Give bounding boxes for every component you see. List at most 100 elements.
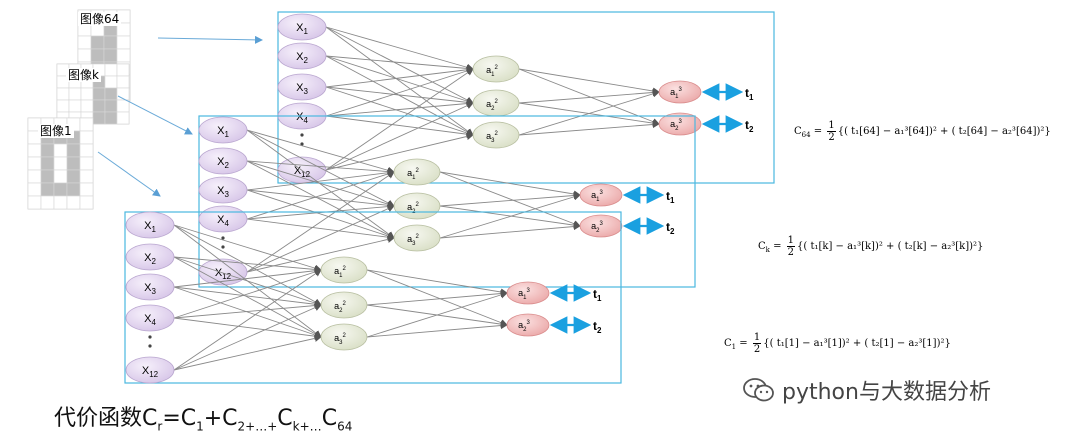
cost-function-title: 代价函数Cr=C1+C2+…+Ck+…C64 xyxy=(54,400,352,433)
network-frame xyxy=(277,11,775,184)
digit-image-stack xyxy=(27,9,131,210)
hidden-node: a12 xyxy=(393,158,441,186)
edges xyxy=(325,26,660,171)
formula-c1-den: 2 xyxy=(753,344,761,355)
edge xyxy=(173,256,322,307)
edge xyxy=(366,289,508,306)
cost-eq: =C xyxy=(162,406,197,431)
edge xyxy=(439,222,581,239)
ellipsis-dot xyxy=(221,236,225,240)
input-node: X12 xyxy=(125,356,175,384)
edge xyxy=(325,66,474,88)
input-node: X12 xyxy=(198,258,248,286)
edge xyxy=(518,68,660,126)
cost-sub-r: r xyxy=(157,419,163,434)
cost-c64: C xyxy=(321,406,338,431)
network-frame xyxy=(198,115,696,288)
input-node: X3 xyxy=(125,273,175,301)
edge xyxy=(518,88,660,104)
edge xyxy=(325,55,474,73)
watermark-text: python与大数据分析 xyxy=(782,380,991,405)
target-label: t1 xyxy=(745,86,754,102)
formula-ck-body: {( t₁[k] − a₁³[k])² + ( t₂[k] − a₂³[k])²… xyxy=(797,241,984,252)
edge xyxy=(246,170,395,220)
image-arrow-1 xyxy=(117,95,193,135)
edge xyxy=(325,67,474,117)
edge xyxy=(246,169,395,191)
formula-c64-num: 1 xyxy=(827,120,836,132)
edge xyxy=(439,193,581,239)
output-node: a13 xyxy=(506,281,550,305)
edge xyxy=(325,86,474,106)
output-node: a13 xyxy=(658,80,702,104)
edge xyxy=(439,205,581,229)
edge xyxy=(173,301,322,319)
target-label: t2 xyxy=(745,118,754,134)
input-node: X2 xyxy=(125,243,175,271)
cost-ck: C xyxy=(277,406,293,431)
edge xyxy=(246,129,395,207)
edge xyxy=(173,224,322,306)
image-arrow-2 xyxy=(97,151,161,197)
edge xyxy=(173,304,322,371)
edge xyxy=(173,267,322,288)
edge xyxy=(518,90,660,136)
digit-image-1 xyxy=(27,117,94,210)
edge xyxy=(246,235,395,273)
edge xyxy=(325,102,474,171)
ellipsis-dot xyxy=(300,142,304,146)
input-node: X2 xyxy=(277,42,327,70)
edges xyxy=(173,224,508,371)
edge xyxy=(173,286,322,339)
edge xyxy=(173,317,322,340)
hidden-node: a22 xyxy=(472,89,520,117)
image-arrow-0 xyxy=(157,35,263,44)
edge xyxy=(246,160,395,239)
edge xyxy=(518,68,660,95)
output-node: a23 xyxy=(506,313,550,337)
edge xyxy=(325,86,474,137)
hidden-node: a22 xyxy=(320,291,368,319)
formula-ck-lhs-sub: k xyxy=(765,246,770,254)
target-label: t2 xyxy=(593,319,602,335)
edge xyxy=(325,115,474,138)
edges xyxy=(246,129,581,273)
formula-c1-lhs: C xyxy=(724,338,732,349)
edge xyxy=(325,26,474,104)
hidden-node: a12 xyxy=(320,256,368,284)
input-node: X4 xyxy=(198,205,248,233)
cost-sub-k: k+… xyxy=(292,419,322,434)
input-node: X1 xyxy=(125,211,175,239)
edge xyxy=(246,160,395,208)
image-1-label: 图像1 xyxy=(38,124,74,138)
hidden-node: a12 xyxy=(472,55,520,83)
edge xyxy=(366,269,508,296)
output-node: a23 xyxy=(579,214,623,238)
hidden-node: a32 xyxy=(320,323,368,351)
edge xyxy=(366,321,508,338)
edge xyxy=(246,189,395,209)
cost-sub-64: 64 xyxy=(337,419,353,434)
edge xyxy=(246,160,395,176)
ellipsis-dot xyxy=(300,133,304,137)
input-node: X1 xyxy=(198,116,248,144)
edge xyxy=(246,129,395,239)
output-node: a23 xyxy=(658,112,702,136)
input-node: X4 xyxy=(125,304,175,332)
formula-c64-lhs: C xyxy=(794,126,802,137)
edge xyxy=(173,256,322,338)
edge xyxy=(325,26,474,71)
input-node: X1 xyxy=(277,13,327,41)
output-node: a13 xyxy=(579,183,623,207)
formula-c64-body: {( t₁[64] − a₁³[64])² + ( t₂[64] − a₂³[6… xyxy=(837,126,1051,137)
image-64-label: 图像64 xyxy=(78,12,122,26)
ellipsis-dot xyxy=(221,245,225,249)
image-to-network-arrows xyxy=(97,35,263,197)
edge xyxy=(439,171,581,198)
target-label: t1 xyxy=(593,287,602,303)
